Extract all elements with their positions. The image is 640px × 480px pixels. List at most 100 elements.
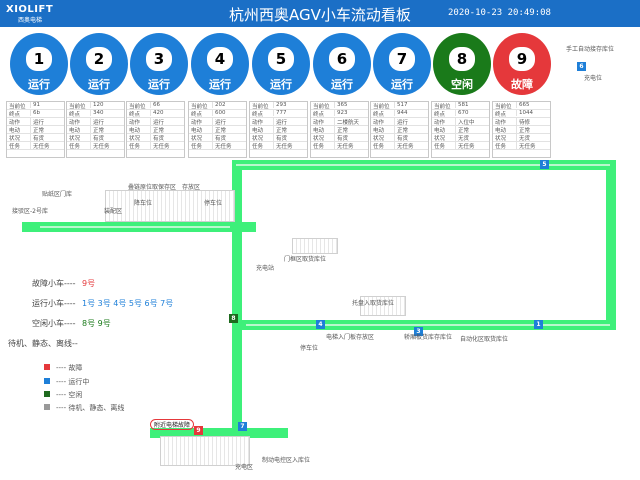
- info-key: 当前位: [191, 104, 208, 110]
- station-label: 电梯入门板存放区: [326, 334, 375, 341]
- legend-other-swatch: [44, 404, 50, 410]
- info-row: 当前位 202: [189, 102, 246, 110]
- info-key: 终点: [191, 112, 203, 118]
- info-row: 动作待修: [493, 118, 550, 126]
- info-row: 状况有货: [371, 134, 428, 142]
- info-value: 无任务: [455, 142, 475, 149]
- legend-fault-label: ---- 故障: [56, 364, 83, 372]
- car-state: 空闲: [451, 78, 473, 91]
- marker-car-7[interactable]: 7: [238, 422, 247, 431]
- info-value: 无任务: [212, 142, 232, 149]
- car-3-status[interactable]: 3 运行: [130, 33, 188, 95]
- info-key: 电动: [252, 128, 264, 134]
- info-key: 动作: [252, 120, 264, 126]
- info-value: 670: [455, 110, 469, 116]
- info-row: 电动 正常: [250, 126, 307, 134]
- info-value: 944: [394, 110, 408, 116]
- station-label: 降车位: [134, 200, 153, 207]
- info-value: 无任务: [516, 142, 536, 149]
- station-label: 停车位: [300, 345, 319, 352]
- logo: XIOLIFT 西奥电梯: [6, 4, 64, 24]
- info-value: 正常: [455, 126, 469, 133]
- info-key: 电动: [313, 128, 325, 134]
- station-label: 手工自动接存库位: [566, 46, 615, 53]
- info-key: 电动: [434, 128, 446, 134]
- info-value: 91: [30, 102, 40, 108]
- marker-car-9[interactable]: 9: [194, 426, 203, 435]
- info-row: 任务无任务: [250, 142, 307, 150]
- info-key: 动作: [9, 120, 21, 126]
- info-value: 有货: [30, 134, 44, 141]
- info-value: 无货: [455, 134, 469, 141]
- info-key: 任务: [9, 144, 21, 150]
- car-state: 运行: [270, 78, 292, 91]
- info-key: 状况: [252, 136, 264, 142]
- fault-station-label: 附近电梯故障: [150, 419, 195, 430]
- info-value: 6b: [30, 110, 40, 116]
- info-key: 动作: [129, 120, 141, 126]
- track-main-vertical: [232, 160, 242, 440]
- info-value: 有货: [334, 134, 348, 141]
- station-label: 充电站: [256, 265, 275, 272]
- car-2-status[interactable]: 2 运行: [70, 33, 128, 95]
- marker-car-6[interactable]: 6: [577, 62, 586, 71]
- info-row: 状况无货: [493, 134, 550, 142]
- car-7-status[interactable]: 7 运行: [373, 33, 431, 95]
- car-4-status[interactable]: 4 运行: [191, 33, 249, 95]
- car-9-status[interactable]: 9 故障: [493, 33, 551, 95]
- info-key: 电动: [9, 128, 21, 134]
- car-5-status[interactable]: 5 运行: [252, 33, 310, 95]
- info-value: 正常: [273, 126, 287, 133]
- marker-car-8[interactable]: 8: [229, 314, 238, 323]
- track-center-line: [246, 324, 610, 326]
- info-value: 202: [212, 102, 226, 108]
- info-key: 状况: [129, 136, 141, 142]
- station-label: 接驳区-2号库: [12, 208, 48, 215]
- marker-car-1[interactable]: 1: [534, 320, 543, 329]
- info-row: 电动正常: [371, 126, 428, 134]
- marker-car-3[interactable]: 3: [414, 327, 423, 336]
- info-value: 正常: [516, 126, 530, 133]
- car-state: 故障: [511, 78, 533, 91]
- info-row: 动作二楼航天: [311, 118, 368, 126]
- car-6-status[interactable]: 6 运行: [313, 33, 371, 95]
- info-key: 当前位: [495, 104, 512, 110]
- station-label: 轿厢板货库存库位: [404, 334, 453, 341]
- info-key: 状况: [191, 136, 203, 142]
- marker-car-4[interactable]: 4: [316, 320, 325, 329]
- info-key: 当前位: [373, 104, 390, 110]
- info-value: 420: [150, 110, 164, 116]
- info-key: 任务: [191, 144, 203, 150]
- car-number: 2: [93, 50, 105, 68]
- info-value: 有货: [90, 134, 104, 141]
- info-row: 状况 无货: [432, 134, 489, 142]
- other-summary-label: 待机、静态、离线--: [8, 339, 78, 348]
- car-8-status[interactable]: 8 空闲: [433, 33, 491, 95]
- logo-subtext: 西奥电梯: [18, 17, 43, 24]
- info-value: 340: [90, 110, 104, 116]
- info-key: 电动: [373, 128, 385, 134]
- station-label: 停车位: [204, 200, 223, 207]
- info-value: 无任务: [394, 142, 414, 149]
- info-value: 600: [212, 110, 226, 116]
- legend-running-swatch: [44, 378, 50, 384]
- station-label: 自动化区取货库位: [460, 336, 509, 343]
- idle-summary-value: 8号 9号: [82, 319, 111, 328]
- info-value: 运行: [212, 118, 226, 125]
- marker-car-5[interactable]: 5: [540, 160, 549, 169]
- info-key: 电动: [191, 128, 203, 134]
- info-value: 无任务: [90, 142, 110, 149]
- info-value: 正常: [90, 126, 104, 133]
- info-key: 状况: [434, 136, 446, 142]
- car-1-status[interactable]: 1 运行: [10, 33, 68, 95]
- station-label: 门框区取货库位: [284, 256, 327, 263]
- station-label: 托盘入取货库位: [352, 300, 395, 307]
- info-value: 293: [273, 102, 287, 108]
